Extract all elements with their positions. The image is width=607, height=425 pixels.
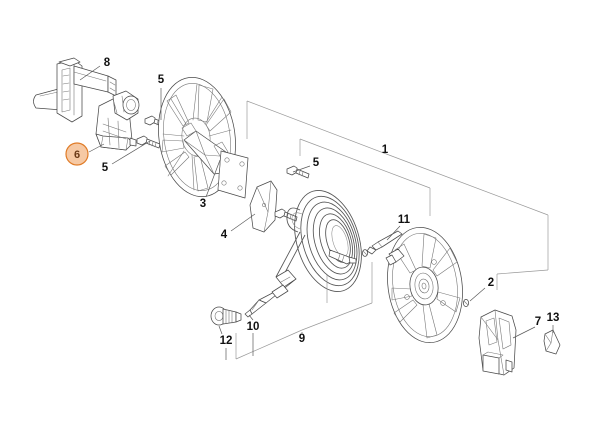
part-screw-lower-center <box>274 208 298 222</box>
part-flat-mounting-plate <box>217 150 249 199</box>
bracket-assembly-1 <box>246 100 549 270</box>
bracket-assembly-2 <box>496 269 549 290</box>
part-spray-lance <box>244 269 297 318</box>
callout-label-5-center: 5 <box>313 157 320 169</box>
part-swivel-housing <box>95 90 140 151</box>
callout-label-7: 7 <box>535 316 541 328</box>
part-side-cover-plate <box>249 180 278 233</box>
highlighted-callout-6[interactable]: 6 <box>65 142 89 166</box>
part-mounting-bracket <box>33 57 117 123</box>
leader-lines <box>79 65 554 360</box>
callout-label-8: 8 <box>104 57 111 69</box>
callout-label-1: 1 <box>382 144 389 156</box>
callout-label-3: 3 <box>200 198 206 210</box>
callout-labels: 1 2 3 4 5 5 5 7 8 9 10 11 12 13 <box>102 57 560 347</box>
callout-label-4: 4 <box>221 229 228 241</box>
callout-label-10: 10 <box>247 321 260 333</box>
callout-label-11: 11 <box>398 214 411 226</box>
highlighted-callout-label: 6 <box>74 149 80 161</box>
callout-label-12: 12 <box>220 335 233 347</box>
part-crank-handle <box>478 309 517 376</box>
bracket-assembly-secondary <box>299 138 431 216</box>
callout-label-5-upper-left: 5 <box>158 74 165 86</box>
bracket-assembly-9 <box>235 262 373 360</box>
part-screw-upper-center <box>286 165 310 179</box>
part-right-reel-flange <box>385 226 463 344</box>
part-screw-right-flange <box>463 299 469 307</box>
part-threaded-plug <box>210 306 242 326</box>
callout-label-5-lower-left: 5 <box>102 162 109 174</box>
part-axle-pin <box>366 230 403 255</box>
callout-label-2: 2 <box>488 277 494 289</box>
part-retaining-clip <box>543 329 561 355</box>
callout-label-13: 13 <box>547 312 560 324</box>
callout-label-9: 9 <box>299 333 305 345</box>
part-screw-right-small <box>362 249 368 257</box>
